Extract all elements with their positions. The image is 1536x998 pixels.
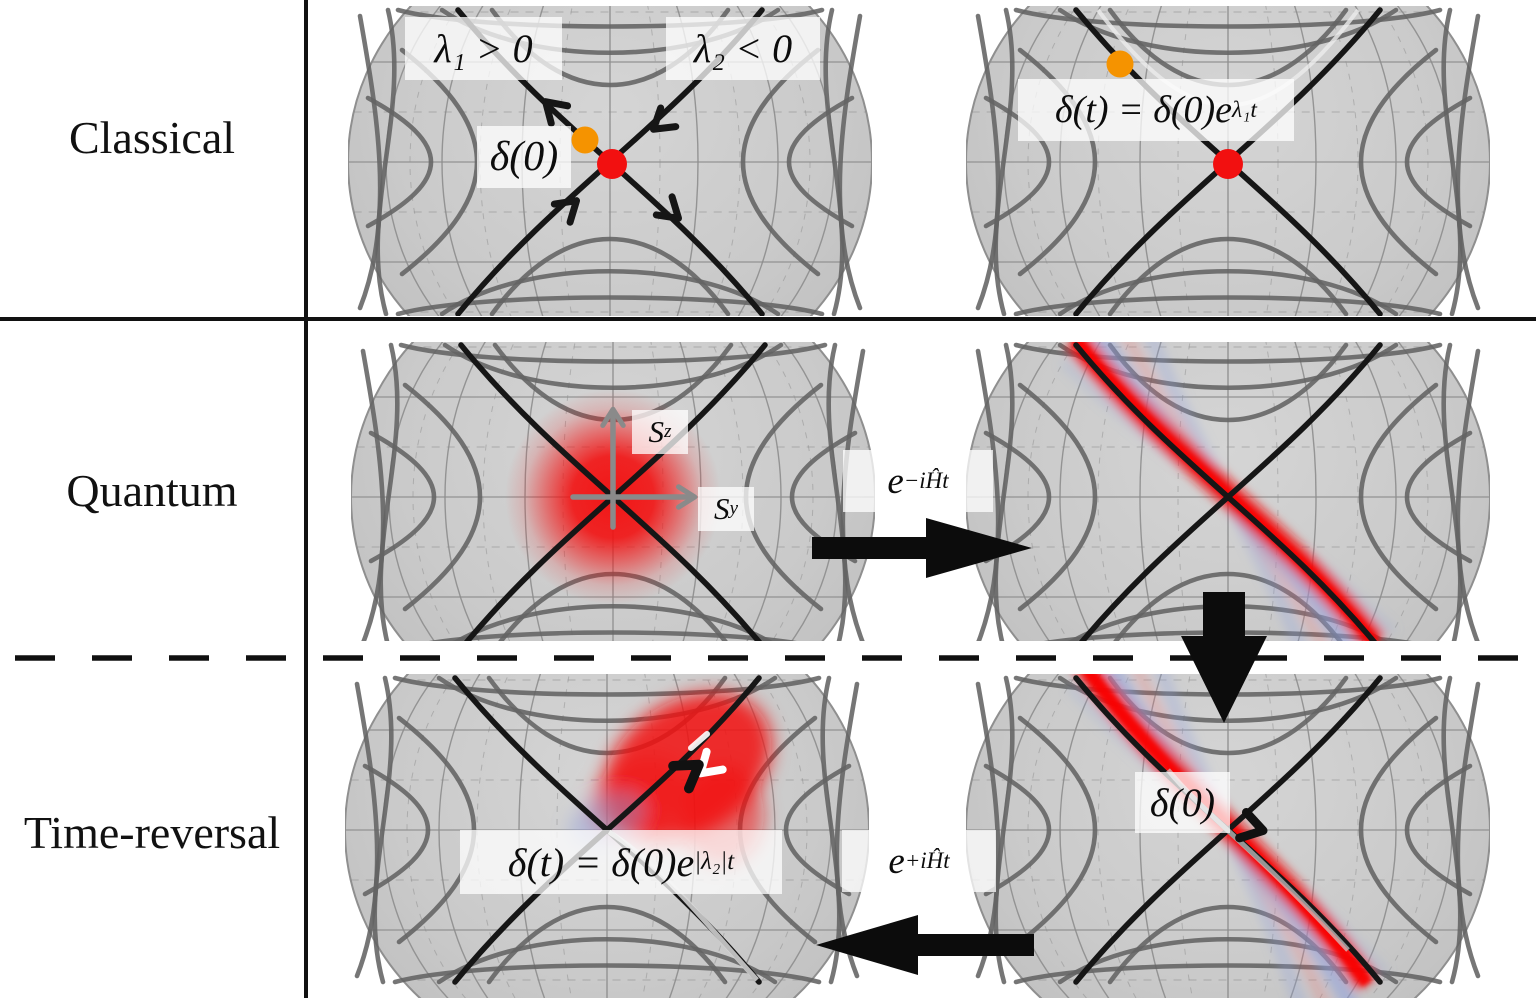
eq-classical-base: δ(t) = δ(0)e (1055, 89, 1233, 131)
axis-sz-base: S (648, 414, 665, 449)
row-label-time-reversal-text: Time-reversal (23, 807, 281, 858)
label-delta0-reversal: δ(0) (1135, 772, 1230, 833)
op-backward-base: e (888, 840, 905, 882)
eq-classical-sup: λ₁t (1232, 96, 1257, 123)
label-op-backward: e+iĤt (842, 830, 996, 892)
column-divider (304, 0, 308, 998)
label-lambda1: λ₁ > 0 (405, 17, 562, 80)
axis-sy-base: S (713, 491, 730, 526)
dashed-divider (0, 655, 1536, 661)
op-backward-sup: +iĤt (904, 848, 950, 873)
panel-reversal-start (966, 674, 1490, 998)
axis-sz-sub: z (664, 421, 672, 442)
label-lambda1-text: λ₁ > 0 (434, 26, 533, 71)
op-forward-sup: −iĤt (903, 468, 949, 493)
classical-quantum-divider (0, 317, 1536, 321)
panel-quantum-evolved (966, 342, 1490, 644)
eq-reversal-sup: |λ₂|t (694, 848, 735, 875)
sphere-reversal-start (966, 674, 1490, 998)
row-label-classical-text: Classical (68, 112, 236, 163)
sphere-quantum-evolved (966, 342, 1490, 644)
label-lambda2-text: λ₂ < 0 (693, 26, 793, 71)
op-forward-base: e (887, 460, 904, 502)
label-delta0-classical-text: δ(0) (489, 134, 559, 180)
row-label-classical: Classical (0, 111, 304, 164)
axis-sy-sub: y (729, 498, 739, 519)
eq-reversal-base: δ(t) = δ(0)e (507, 839, 695, 885)
row-label-quantum-text: Quantum (66, 465, 238, 516)
row-label-quantum: Quantum (0, 464, 304, 517)
sphere-classical-evolved (966, 6, 1490, 316)
panel-quantum-initial (351, 342, 875, 644)
sphere-quantum-initial (351, 342, 875, 644)
label-delta0-classical: δ(0) (477, 126, 571, 188)
label-op-forward: e−iĤt (843, 450, 993, 512)
label-delta0-reversal-text: δ(0) (1149, 780, 1216, 825)
label-eq-reversal: δ(t) = δ(0)e|λ₂|t (460, 830, 782, 894)
panel-classical-evolved (966, 6, 1490, 316)
label-lambda2: λ₂ < 0 (666, 17, 820, 80)
row-label-time-reversal: Time-reversal (0, 806, 304, 859)
